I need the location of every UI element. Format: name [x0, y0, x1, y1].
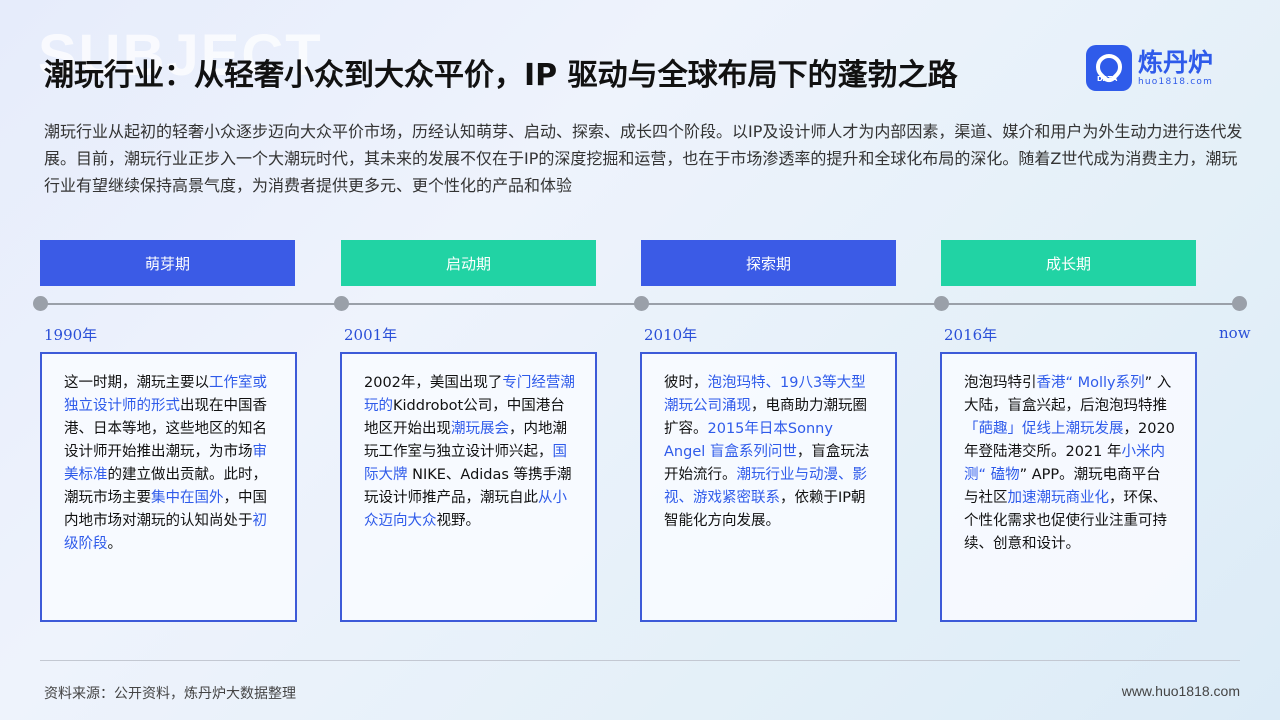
- card-text: ，电商助力潮玩圈扩容。: [664, 398, 867, 437]
- source-note: 资料来源：公开资料，炼丹炉大数据整理: [44, 686, 296, 702]
- highlight-text: 2015年日本Sonny Angel 盲盒系列问世: [664, 421, 833, 460]
- timeline-dot: [934, 296, 949, 311]
- card-text: 彼时，: [664, 375, 708, 391]
- card-text: 视野。: [436, 513, 481, 529]
- logo-badge-icon: DATA: [1086, 45, 1132, 91]
- footer-divider: [40, 660, 1240, 661]
- year-label: 2016年: [944, 326, 998, 344]
- brand-logo[interactable]: DATA 炼丹炉 huo1818.com: [1086, 42, 1246, 94]
- card-text: ，环保、个性化需求也促使行业注重可持续、创意和设计。: [964, 490, 1167, 552]
- highlight-text: 加速潮玩商业化: [1007, 490, 1110, 506]
- year-label: 2010年: [644, 326, 698, 344]
- card-text: ” 入大陆，盲盒兴起，后泡泡玛特推: [964, 375, 1172, 414]
- card-text: 这一时期，潮玩主要以: [64, 375, 209, 391]
- card-text: 。: [107, 536, 123, 552]
- card-text: 泡泡玛特引: [964, 375, 1037, 391]
- highlight-text: 香港“ Molly系列: [1036, 375, 1145, 391]
- phase-banner-1: 启动期: [341, 240, 596, 286]
- highlight-text: 工作室或独立设计师的形式: [64, 375, 267, 414]
- phase-banner-2: 探索期: [641, 240, 896, 286]
- logo-url: huo1818.com: [1138, 77, 1214, 87]
- timeline-dot: [33, 296, 48, 311]
- highlight-text: 专门经营潮玩的: [364, 375, 575, 414]
- page-title: 潮玩行业：从轻奢小众到大众平价，IP 驱动与全球布局下的蓬勃之路: [44, 58, 958, 93]
- highlight-text: 潮玩展会: [451, 421, 509, 437]
- logo-name: 炼丹炉: [1138, 48, 1214, 77]
- highlight-text: 初级阶段: [64, 513, 267, 552]
- card-text: ，依赖于IP朝智能化方向发展。: [664, 490, 866, 529]
- timeline-dot: [1232, 296, 1247, 311]
- phase-card: 2002年，美国出现了专门经营潮玩的Kiddrobot公司，中国港台地区开始出现…: [340, 352, 597, 622]
- intro-paragraph: 潮玩行业从起初的轻奢小众逐步迈向大众平价市场，历经认知萌芽、启动、探索、成长四个…: [44, 122, 1243, 195]
- card-text: 的建立做出贡献。此时，潮玩市场主要: [64, 467, 267, 506]
- card-text: NIKE、Adidas 等携手潮玩设计师推产品，潮玩自此: [364, 467, 572, 506]
- highlight-text: 「葩趣」促线上潮玩发展: [964, 421, 1124, 437]
- card-text: ，2020年登陆港交所。2021 年: [964, 421, 1175, 460]
- highlight-text: 泡泡玛特、19八3等大型潮玩公司涌现: [664, 375, 866, 414]
- ghost-heading: SUBJECT: [38, 23, 323, 88]
- year-label-now: now: [1219, 324, 1251, 342]
- phase-card: 这一时期，潮玩主要以工作室或独立设计师的形式出现在中国香港、日本等地，这些地区的…: [40, 352, 297, 622]
- highlight-text: 集中在国外: [151, 490, 224, 506]
- timeline-dot: [634, 296, 649, 311]
- year-label: 1990年: [44, 326, 98, 344]
- year-label: 2001年: [344, 326, 398, 344]
- site-url[interactable]: www.huo1818.com: [1121, 683, 1240, 699]
- card-text: 2002年，美国出现了: [364, 375, 503, 391]
- card-text: 出现在中国香港、日本等地，这些地区的知名设计师开始推出潮玩，为市场: [64, 398, 267, 460]
- highlight-text: 潮玩行业与动漫、影视、游戏紧密联系: [664, 467, 867, 506]
- timeline-dot: [334, 296, 349, 311]
- card-text: ，中国内地市场对潮玩的认知尚处于: [64, 490, 267, 529]
- card-text: Kiddrobot公司，中国港台地区开始出现: [364, 398, 565, 437]
- highlight-text: 小米内测“ 磕物: [964, 444, 1166, 483]
- card-text: ，盲盒玩法开始流行。: [664, 444, 870, 483]
- highlight-text: 从小众迈向大众: [364, 490, 567, 529]
- phase-card: 泡泡玛特引香港“ Molly系列” 入大陆，盲盒兴起，后泡泡玛特推「葩趣」促线上…: [940, 352, 1197, 622]
- highlight-text: 审美标准: [64, 444, 267, 483]
- card-text: ，内地潮玩工作室与独立设计师兴起，: [364, 421, 567, 460]
- highlight-text: 国际大牌: [364, 444, 567, 483]
- phase-card: 彼时，泡泡玛特、19八3等大型潮玩公司涌现，电商助力潮玩圈扩容。2015年日本S…: [640, 352, 897, 622]
- card-text: ” APP。潮玩电商平台与社区: [964, 467, 1161, 506]
- phase-banner-3: 成长期: [941, 240, 1196, 286]
- phase-banner-0: 萌芽期: [40, 240, 295, 286]
